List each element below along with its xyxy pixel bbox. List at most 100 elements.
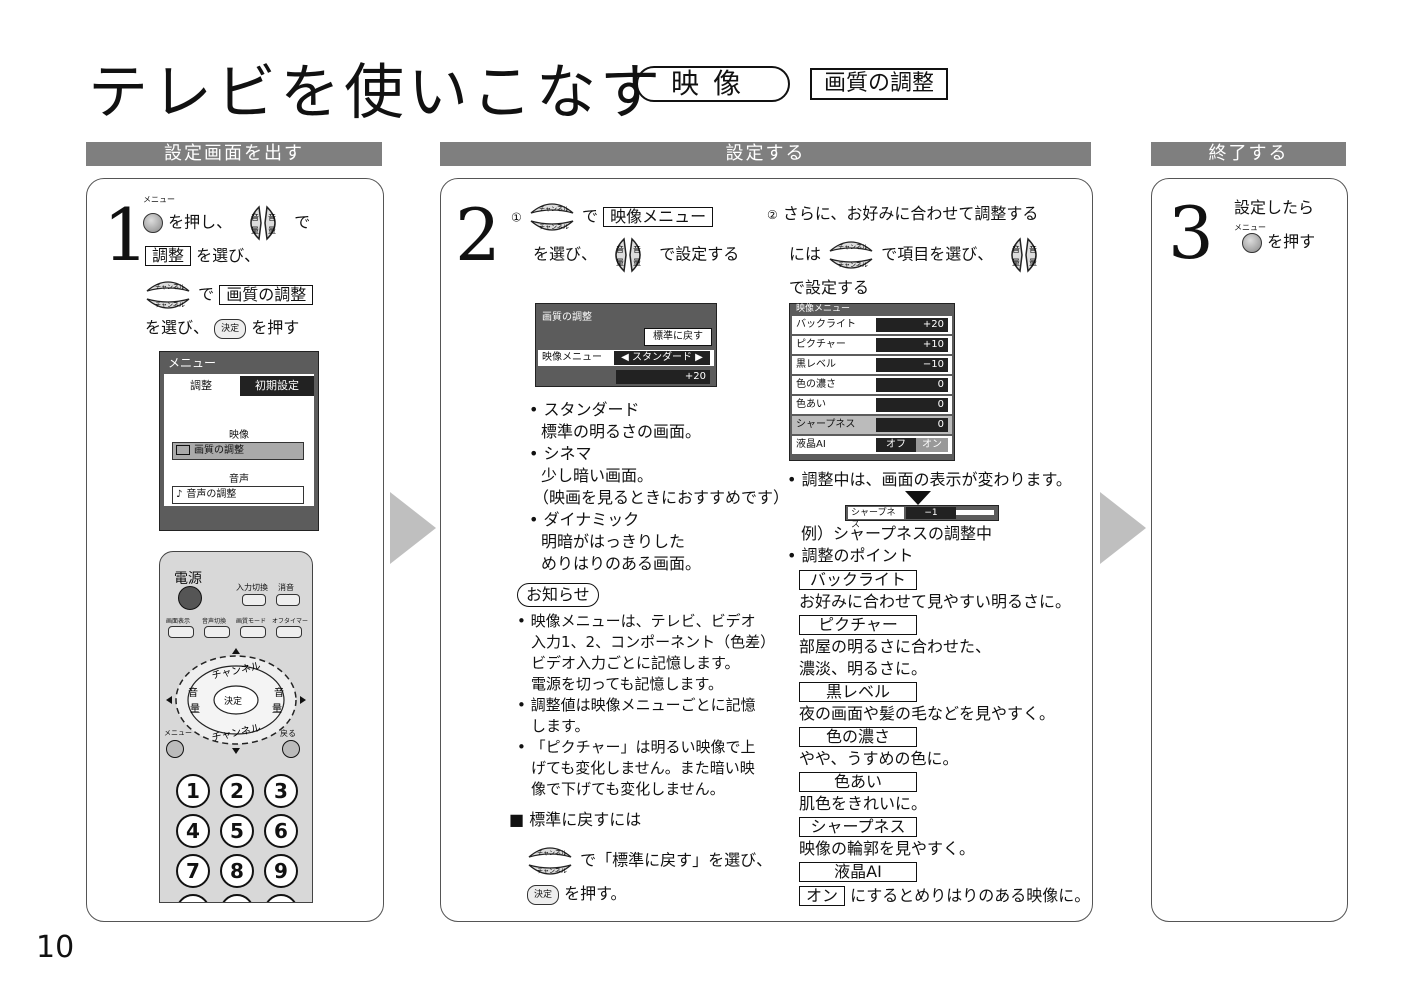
- step2-col2-mark: ②: [767, 208, 778, 222]
- volume-buttons-icon: 音量 音量: [250, 205, 276, 241]
- next-arrow-1: [390, 492, 436, 564]
- svg-text:量: 量: [251, 226, 259, 235]
- step1-text: で: [198, 284, 215, 304]
- point-label: バックライト: [799, 570, 917, 591]
- number-key[interactable]: 12: [264, 894, 298, 902]
- picture-mode-button[interactable]: [240, 626, 266, 638]
- input-label: 入力切換: [236, 583, 268, 592]
- osd-row-value: 0: [876, 418, 948, 432]
- mode-desc: 少し暗い画面。: [541, 466, 654, 485]
- step3-text: 設定したら: [1234, 198, 1315, 217]
- notice-line: げても変化しません。また暗い映: [531, 759, 755, 777]
- svg-text:チャンネル: チャンネル: [539, 224, 569, 231]
- menu-item-label: 音声の調整: [186, 489, 237, 500]
- menu-screen-body: [164, 374, 314, 506]
- menu-small-label: メニュー: [1234, 223, 1266, 232]
- channel-buttons-icon: チャンネル チャンネル: [528, 847, 572, 875]
- osd-row[interactable]: 黒レベル−10: [792, 356, 952, 374]
- svg-text:チャンネル: チャンネル: [155, 302, 185, 309]
- step2-text: さらに、お好みに合わせて調整する: [782, 204, 1039, 223]
- tab-adjust[interactable]: 調整: [166, 376, 236, 396]
- number-key[interactable]: 7: [176, 854, 210, 888]
- menu-button[interactable]: [166, 740, 184, 758]
- reset-text: を押す。: [564, 884, 627, 903]
- svg-text:音: 音: [251, 212, 259, 222]
- notice-line: 像で下げても変化しません。: [531, 780, 725, 798]
- number-key[interactable]: 9: [264, 854, 298, 888]
- remote-control: 電源 入力切換 消音 画面表示 音声切換 画質モード オフタイマー 決定 チャン…: [159, 551, 313, 903]
- example-text: 例）シャープネスの調整中: [801, 524, 993, 543]
- input-button[interactable]: [242, 594, 266, 606]
- step1-text: を押し、: [168, 212, 233, 232]
- back-button[interactable]: [282, 740, 300, 758]
- sharpness-bar-label: シャープネス: [848, 507, 904, 530]
- osd-row-label: シャープネス: [796, 419, 856, 430]
- step1-bar: 設定画面を出す: [86, 142, 382, 166]
- step1-text: を選び、: [196, 246, 261, 265]
- group-video: 映像: [229, 430, 249, 441]
- menu-item-audio[interactable]: ♪音声の調整: [172, 486, 304, 504]
- mute-button[interactable]: [276, 594, 300, 606]
- video-menu-row[interactable]: 映像メニュー ◀ スタンダード ▶: [538, 350, 714, 366]
- number-key[interactable]: 1: [176, 774, 210, 808]
- kettei-button-icon: 決定: [214, 318, 247, 339]
- off-timer-button[interactable]: [276, 626, 302, 638]
- svg-text:チャンネル: チャンネル: [838, 244, 868, 251]
- svg-text:量: 量: [633, 258, 641, 267]
- power-button[interactable]: [178, 586, 202, 610]
- step3-text: を押す: [1267, 232, 1316, 251]
- osd-row[interactable]: シャープネス 0: [792, 416, 952, 434]
- step2-text: で設定する: [789, 278, 870, 297]
- menu-item-label: 画質の調整: [194, 445, 244, 456]
- tab-initial-settings[interactable]: 初期設定: [240, 376, 314, 396]
- menu-item-quality[interactable]: 画質の調整: [172, 442, 304, 460]
- number-key[interactable]: 5: [220, 814, 254, 848]
- number-key[interactable]: 3: [264, 774, 298, 808]
- number-key[interactable]: 11: [220, 894, 254, 902]
- number-key[interactable]: 8: [220, 854, 254, 888]
- audio-switch-label: 音声切換: [202, 618, 227, 625]
- ai-off-option[interactable]: オフ: [876, 438, 916, 452]
- picture-icon: [176, 445, 190, 455]
- ai-on-option[interactable]: オン: [916, 438, 948, 452]
- osd-row-value: 0: [876, 398, 948, 412]
- reset-button[interactable]: 標準に戻す: [644, 328, 712, 346]
- number-key[interactable]: 2: [220, 774, 254, 808]
- power-label: 電源: [174, 571, 202, 587]
- osd-row-label: ピクチャー: [796, 339, 846, 350]
- osd-row[interactable]: ピクチャー+10: [792, 336, 952, 354]
- svg-text:音: 音: [633, 244, 641, 254]
- mode-name: シネマ: [529, 443, 789, 465]
- step3-panel: 3 設定したら メニュー を押す: [1151, 178, 1348, 922]
- svg-text:チャンネル: チャンネル: [838, 262, 868, 269]
- point-desc: お好みに合わせて見やすい明るさに。: [799, 592, 1072, 611]
- channel-buttons-icon: チャンネル チャンネル: [530, 203, 574, 231]
- notice-label: お知らせ: [517, 583, 599, 607]
- audio-switch-button[interactable]: [204, 626, 230, 638]
- channel-buttons-icon: チャンネル チャンネル: [829, 241, 873, 269]
- menu-screen: メニュー 調整 初期設定 映像 画質の調整 音声 ♪音声の調整: [159, 351, 319, 531]
- osd-row-label: バックライト: [796, 319, 856, 330]
- mode-list: スタンダード 標準の明るさの画面。 シネマ 少し暗い画面。 （映画を見るときにお…: [529, 399, 789, 575]
- svg-text:量: 量: [1012, 258, 1020, 267]
- step2-number: 2: [455, 193, 501, 277]
- channel-buttons-icon: チャンネル チャンネル: [146, 281, 190, 309]
- volume-buttons-icon: 音量 音量: [615, 237, 641, 273]
- svg-text:音: 音: [268, 212, 276, 222]
- mode-name: スタンダード: [529, 399, 789, 421]
- osd-row[interactable]: バックライト+20: [792, 316, 952, 334]
- mode-desc: 明暗がはっきりした: [541, 532, 686, 551]
- volume-buttons-icon: 音量 音量: [1011, 237, 1037, 273]
- menu-screen-title: メニュー: [168, 356, 217, 370]
- number-key[interactable]: 6: [264, 814, 298, 848]
- point-desc: やや、うすめの色に。: [799, 749, 959, 768]
- osd-row-value: −10: [876, 358, 948, 372]
- ai-on-label: オン: [799, 886, 846, 907]
- number-key[interactable]: 4: [176, 814, 210, 848]
- display-button[interactable]: [168, 626, 194, 638]
- number-key[interactable]: 10: [176, 894, 210, 902]
